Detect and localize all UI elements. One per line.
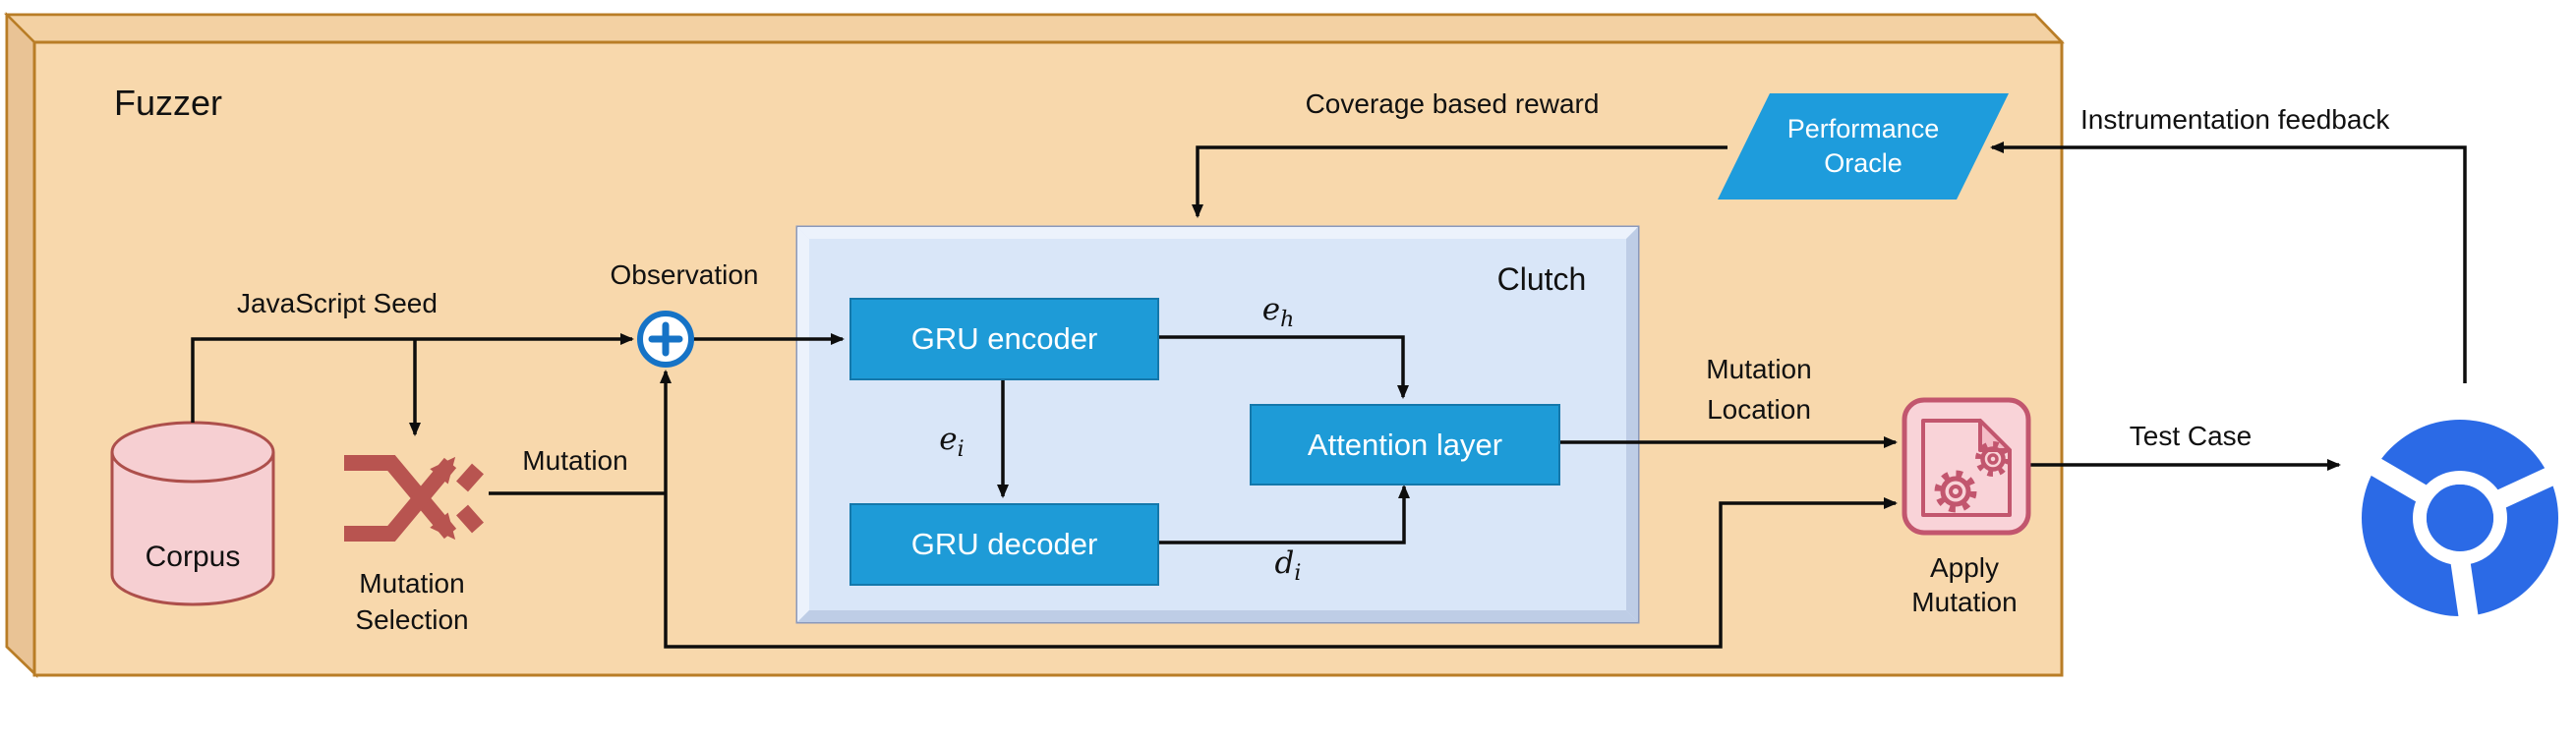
performance-oracle-line1: Performance: [1786, 114, 1940, 144]
mutation-selection-line1: Mutation: [359, 568, 465, 599]
gru-encoder-node: GRU encoder: [849, 298, 1159, 380]
edge-label-eh: eh: [1261, 292, 1295, 333]
edge-label-javascript-seed: JavaScript Seed: [237, 288, 438, 318]
edge-eh-encoder-to-attention: [1155, 335, 1409, 399]
edge-mutation-to-apply: [664, 493, 1898, 649]
connector-lines: [191, 142, 2467, 649]
eh-sub: h: [1280, 308, 1295, 333]
apply-mutation-line1: Apply: [1929, 552, 2000, 583]
gear-icon: [1934, 470, 1977, 513]
edge-label-ei: ei: [939, 422, 965, 463]
corpus-database-icon: [110, 421, 275, 606]
edge-label-observation: Observation: [610, 259, 759, 290]
shuffle-crossing-arrows-icon: [344, 455, 484, 542]
performance-oracle-line2: Oracle: [1824, 148, 1903, 178]
edge-label-mutation: Mutation: [522, 445, 628, 476]
edge-label-coverage-reward: Coverage based reward: [1305, 88, 1600, 119]
di-sub: i: [1294, 561, 1302, 587]
attention-layer-node: Attention layer: [1250, 404, 1560, 486]
gear-icon: [1975, 441, 2011, 477]
mutation-selection-line2: Selection: [355, 603, 469, 635]
clutch-box-title: Clutch: [1496, 261, 1587, 297]
ei-sub: i: [957, 437, 965, 463]
mutation-location-line2: Location: [1707, 393, 1811, 425]
fuzzer-box-title: Fuzzer: [114, 83, 223, 123]
edge-coverage-reward: [1192, 145, 1727, 218]
edge-label-test-case: Test Case: [2129, 421, 2253, 451]
performance-oracle-parallelogram: [1718, 93, 2009, 200]
gru-decoder-node: GRU decoder: [849, 503, 1159, 586]
edge-label-instrumentation-feedback: Instrumentation feedback: [2080, 104, 2390, 135]
mutation-location-line1: Mutation: [1706, 354, 1812, 384]
edge-label-di: di: [1274, 545, 1302, 587]
eh-base: e: [1261, 292, 1281, 327]
circled-plus-icon: [637, 311, 694, 368]
chromium-logo-icon: [2360, 420, 2565, 628]
edge-javascript-seed: [191, 333, 634, 423]
ei-base: e: [939, 422, 958, 457]
corpus-label: Corpus: [145, 541, 241, 573]
document-gears-icon: [1902, 397, 2031, 536]
di-base: d: [1274, 545, 1295, 581]
edge-di-decoder-to-attention: [1155, 485, 1410, 544]
edge-instrumentation-feedback: [1990, 142, 2467, 383]
apply-mutation-line2: Mutation: [1911, 587, 2018, 617]
